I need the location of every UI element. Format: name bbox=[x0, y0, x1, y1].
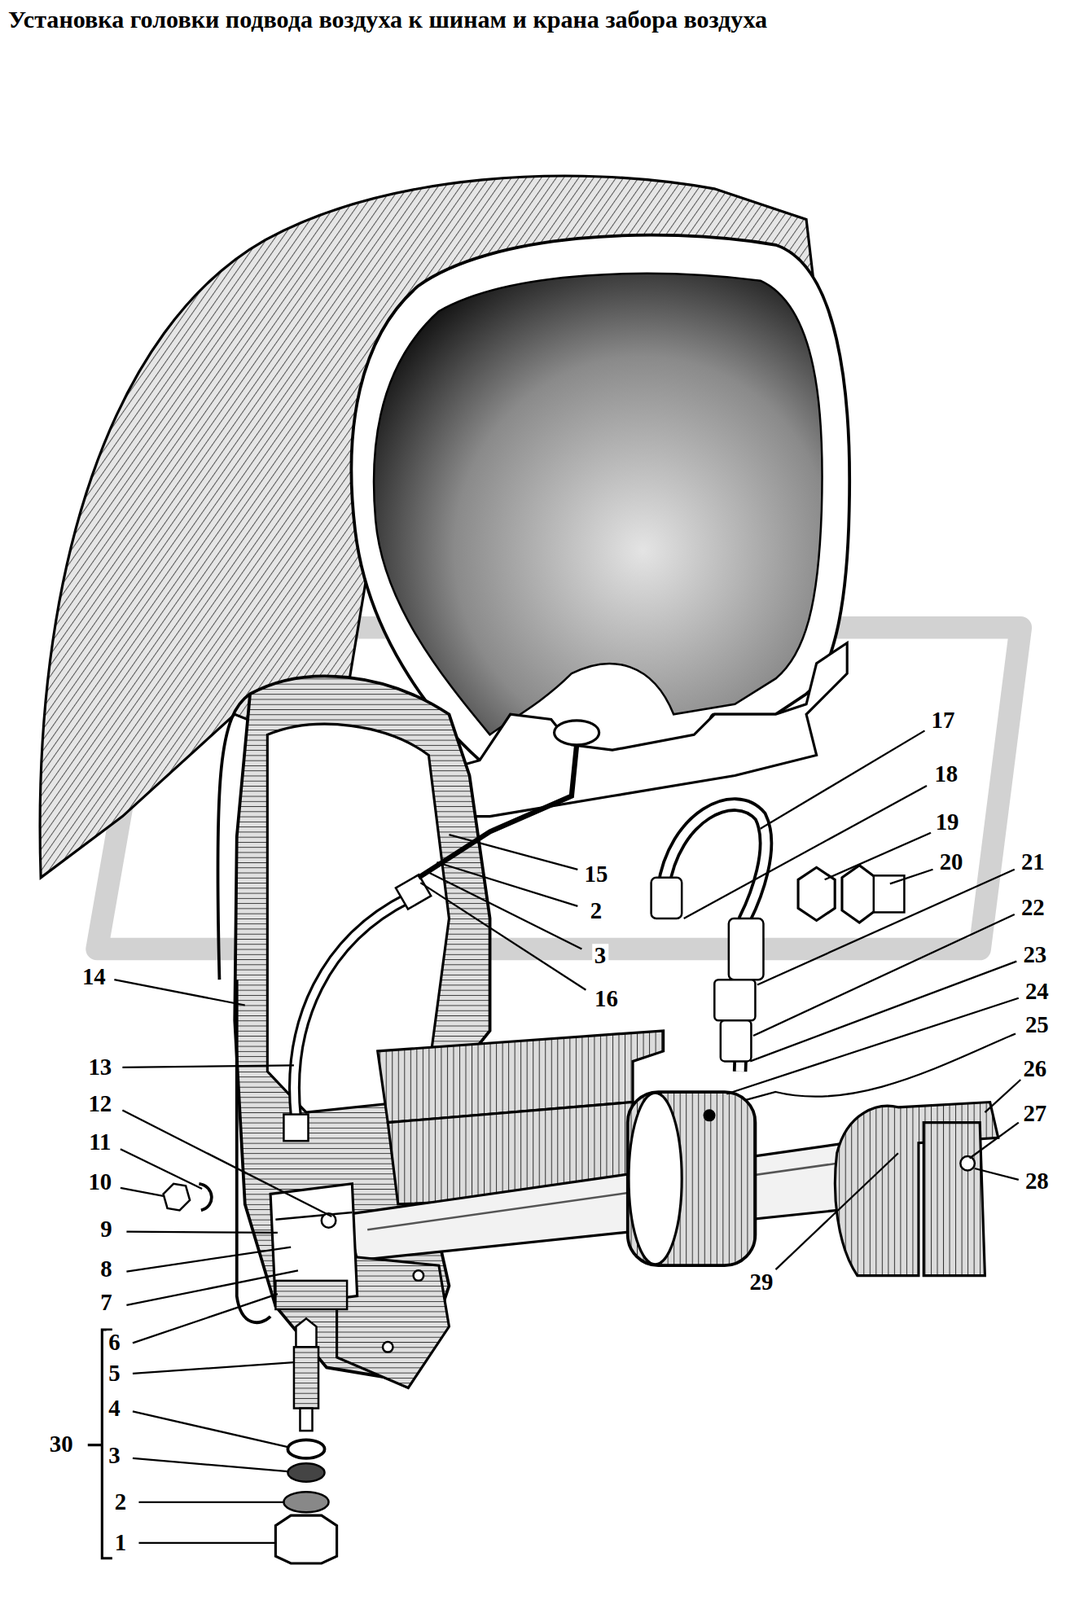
title: Установка головки подвода воздуха к шина… bbox=[8, 6, 768, 35]
callout-number: 4 bbox=[106, 1397, 123, 1422]
callout-number: 2 bbox=[587, 899, 604, 924]
callout-number: 26 bbox=[1021, 1057, 1049, 1082]
callout-number: 22 bbox=[1018, 895, 1047, 921]
callout-number: 15 bbox=[582, 862, 610, 887]
callout-number: 27 bbox=[1021, 1101, 1049, 1127]
callout-number: 14 bbox=[79, 965, 108, 991]
callout-number: 28 bbox=[1022, 1169, 1051, 1194]
callout-number: 19 bbox=[933, 810, 961, 835]
callout-number: 16 bbox=[592, 987, 621, 1012]
callout-number: 7 bbox=[98, 1290, 115, 1316]
callout-number: 5 bbox=[106, 1361, 123, 1387]
callout-number: 8 bbox=[98, 1257, 115, 1282]
leader-lines bbox=[114, 730, 1021, 1544]
callout-number: 25 bbox=[1022, 1013, 1051, 1038]
callout-number: 2 bbox=[112, 1490, 128, 1515]
callout-number: 3 bbox=[592, 943, 608, 969]
callout-number: 6 bbox=[106, 1330, 123, 1356]
callout-number: 13 bbox=[86, 1055, 115, 1080]
callout-number: 3 bbox=[106, 1443, 123, 1469]
callout-number: 12 bbox=[86, 1092, 115, 1117]
callout-number: 21 bbox=[1018, 850, 1047, 875]
callout-number: 30 bbox=[47, 1433, 75, 1458]
callout-number: 24 bbox=[1022, 979, 1051, 1005]
callout-number: 10 bbox=[86, 1170, 115, 1195]
callout-number: 29 bbox=[747, 1270, 776, 1295]
callout-number: 9 bbox=[98, 1217, 115, 1242]
callout-number: 1 bbox=[112, 1531, 128, 1556]
callout-number: 23 bbox=[1021, 943, 1049, 968]
callout-number: 17 bbox=[929, 708, 957, 733]
callout-number: 20 bbox=[937, 850, 966, 875]
callout-number: 11 bbox=[87, 1131, 114, 1156]
callout-number: 18 bbox=[932, 762, 961, 787]
